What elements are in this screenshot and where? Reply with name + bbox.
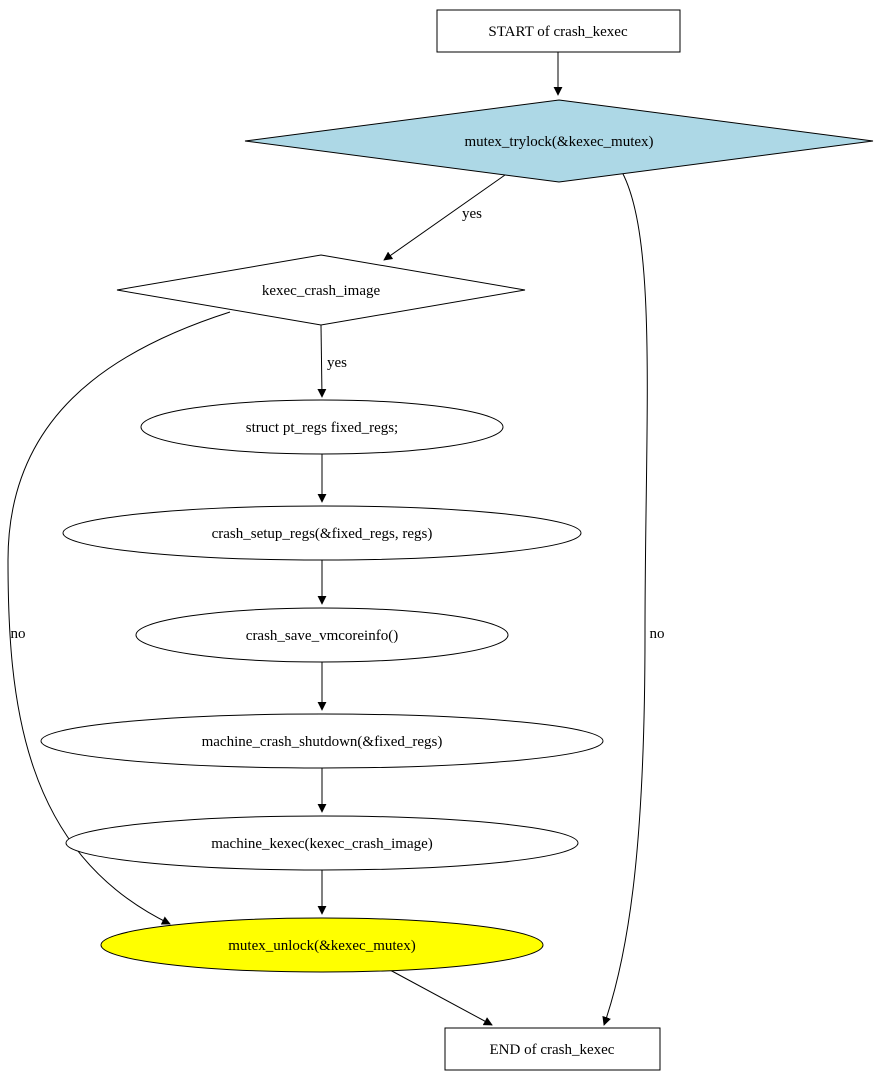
edge-label-image-no: no bbox=[11, 626, 26, 642]
node-crash-setup-regs-label: crash_setup_regs(&fixed_regs, regs) bbox=[212, 526, 433, 542]
node-machine-kexec: machine_kexec(kexec_crash_image) bbox=[65, 815, 579, 871]
node-kexec-crash-image-label: kexec_crash_image bbox=[262, 283, 381, 299]
node-machine-crash-shutdown: machine_crash_shutdown(&fixed_regs) bbox=[40, 713, 604, 769]
edge-unlock-to-end bbox=[389, 969, 493, 1026]
node-start: START of crash_kexec bbox=[436, 9, 681, 53]
node-mutex-unlock-label: mutex_unlock(&kexec_mutex) bbox=[228, 938, 415, 954]
node-mutex-trylock-label: mutex_trylock(&kexec_mutex) bbox=[464, 134, 653, 150]
node-mutex-unlock: mutex_unlock(&kexec_mutex) bbox=[100, 917, 544, 973]
node-mutex-trylock-shape bbox=[244, 99, 874, 183]
node-kexec-crash-image: kexec_crash_image bbox=[116, 254, 526, 326]
edge-trylock-no bbox=[602, 171, 648, 1026]
node-crash-setup-regs: crash_setup_regs(&fixed_regs, regs) bbox=[62, 505, 582, 561]
node-fixed-regs-shape bbox=[140, 399, 504, 455]
node-crash-save-vmcoreinfo-label: crash_save_vmcoreinfo() bbox=[246, 628, 398, 644]
node-machine-kexec-label: machine_kexec(kexec_crash_image) bbox=[211, 836, 433, 852]
node-crash-setup-regs-shape bbox=[62, 505, 582, 561]
node-fixed-regs: struct pt_regs fixed_regs; bbox=[140, 399, 504, 455]
node-start-label: START of crash_kexec bbox=[488, 24, 628, 40]
node-end-shape bbox=[444, 1027, 661, 1071]
node-fixed-regs-label: struct pt_regs fixed_regs; bbox=[246, 420, 398, 436]
node-end: END of crash_kexec bbox=[444, 1027, 661, 1071]
node-machine-kexec-shape bbox=[65, 815, 579, 871]
edge-label-trylock-yes: yes bbox=[462, 206, 482, 222]
node-crash-save-vmcoreinfo-shape bbox=[135, 607, 509, 663]
node-machine-crash-shutdown-shape bbox=[40, 713, 604, 769]
node-crash-save-vmcoreinfo: crash_save_vmcoreinfo() bbox=[135, 607, 509, 663]
edge-label-image-yes: yes bbox=[327, 355, 347, 371]
edge-trylock-yes bbox=[383, 174, 506, 261]
node-mutex-trylock: mutex_trylock(&kexec_mutex) bbox=[244, 99, 874, 183]
node-start-shape bbox=[436, 9, 681, 53]
node-machine-crash-shutdown-label: machine_crash_shutdown(&fixed_regs) bbox=[202, 734, 443, 750]
edge-image-yes bbox=[317, 324, 327, 398]
node-end-label: END of crash_kexec bbox=[490, 1042, 615, 1058]
node-mutex-unlock-shape bbox=[100, 917, 544, 973]
node-kexec-crash-image-shape bbox=[116, 254, 526, 326]
edge-label-trylock-no: no bbox=[650, 626, 665, 642]
